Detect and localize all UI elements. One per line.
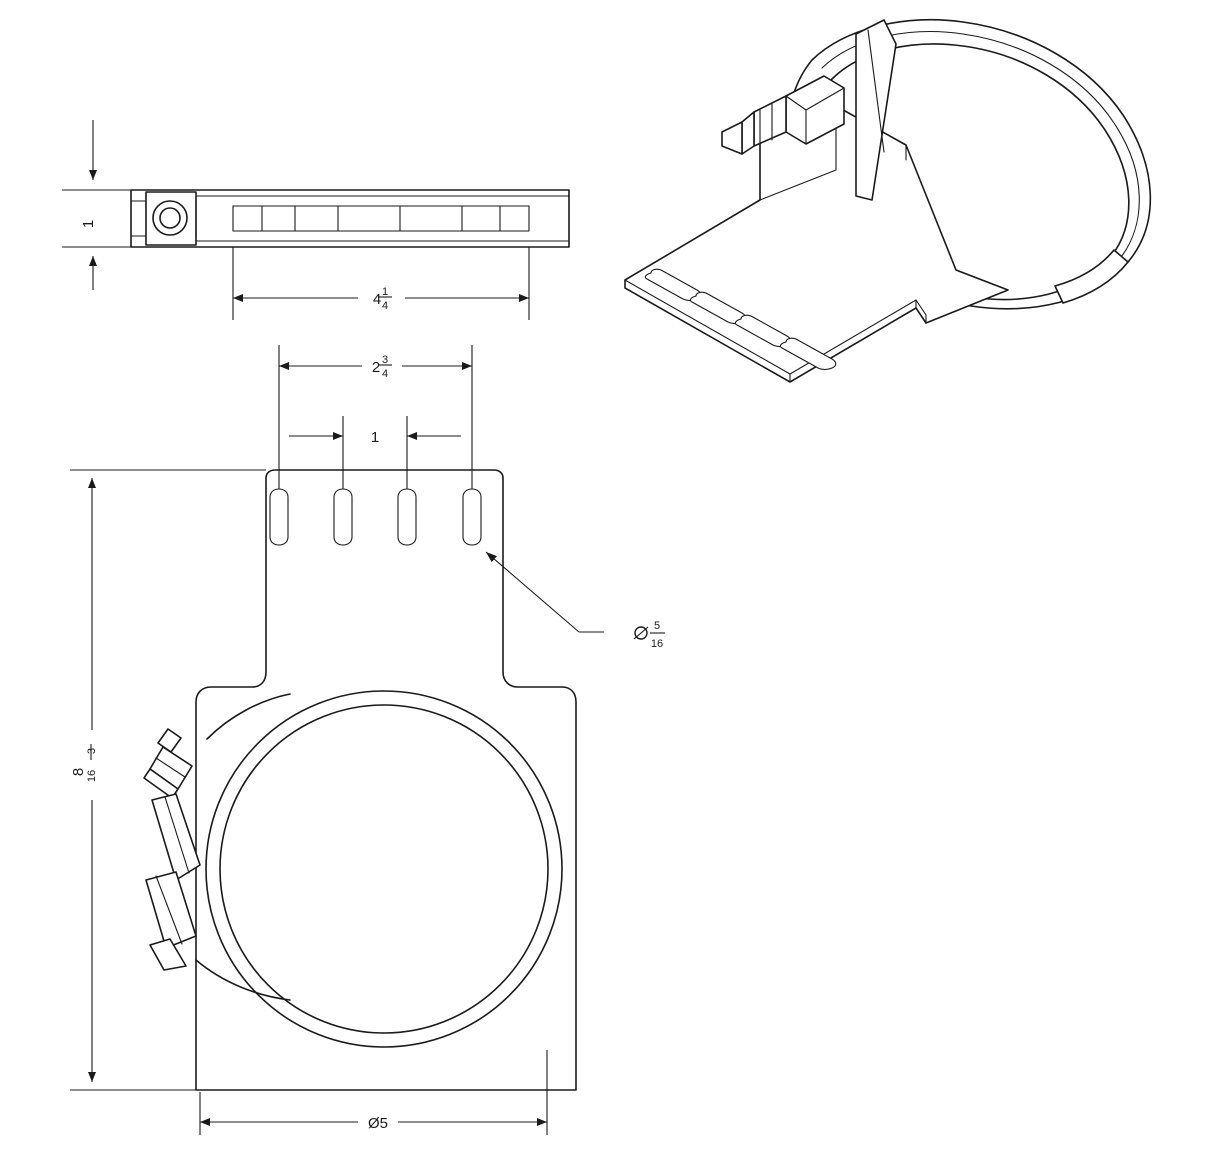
front-band-inner [219,704,549,1034]
dim-slot-width-diameter-symbol [634,626,648,640]
front-slot-2 [333,488,353,546]
dim-slot-outer: 2 3 4 [278,345,473,489]
top-view: 1 4 1 4 [62,120,570,320]
dim-slot-width-leader-arrow [485,551,580,633]
dim-slot-width: 5 16 [485,551,665,650]
dim-slot-inner-label: 1 [371,429,379,446]
dim-slot-inner: 1 [289,416,461,489]
front-bolt-shank-line [164,796,190,874]
iso-plate-edge-notch [915,299,927,324]
dim-slot-outer-numerator: 3 [382,354,388,366]
dim-diameter-label: Ø5 [368,1115,388,1132]
dim-slot-width-numerator: 5 [654,620,660,632]
dim-slot-width-denominator: 16 [651,638,663,650]
dim-diameter: Ø5 [199,1050,548,1135]
iso-bolt-block-edge-2 [805,87,845,111]
front-bolt-shank [151,793,201,881]
iso-bolt-head [721,121,743,155]
front-slot-1 [269,488,289,546]
front-band-tail-1 [206,693,291,740]
front-slot-4 [462,488,482,546]
front-bolt-assembly [143,693,291,1001]
dim-slot-outer-whole: 2 [372,359,380,376]
top-view-slot-strip [232,205,530,232]
dim-slot-span-numerator: 1 [382,286,388,298]
iso-strap-line [867,29,885,153]
front-nut-facet-1 [162,746,193,767]
front-bolt-end [149,938,187,971]
iso-view [624,19,1152,383]
iso-band-strap-end [855,19,897,201]
front-bolt-sleeve [145,871,197,949]
dim-slot-span-denominator: 4 [382,300,388,312]
dim-slot-outer-denominator: 4 [382,368,388,380]
dim-height: 8 3 16 [70,469,266,1091]
front-bolt-sleeve-line [155,875,183,945]
iso-washer [741,111,755,155]
dim-slot-span-whole: 4 [373,291,381,308]
front-slot-3 [397,488,417,546]
dim-height-denominator: 16 [86,770,98,782]
dim-height-numerator: 3 [86,748,98,754]
iso-plate-tab-line [955,269,1009,291]
dim-slot-span: 4 1 4 [232,247,530,320]
iso-bolt-assembly [721,19,897,201]
dim-slot-width-diameter-slash [633,626,649,640]
top-view-bolt-nut [159,207,181,229]
front-slot-group [269,488,482,546]
front-band-tail-2 [195,959,291,1001]
iso-slot-4 [779,337,837,371]
front-nut-facet-2 [155,757,186,778]
iso-band-tail [1054,249,1129,304]
dim-thickness: 1 [62,120,131,290]
front-view: 5 16 2 3 4 1 8 [70,345,665,1135]
dim-thickness-label: 1 [80,220,97,228]
iso-slot-group [644,268,837,371]
front-washer [143,768,179,799]
dim-height-whole: 8 [70,768,87,776]
